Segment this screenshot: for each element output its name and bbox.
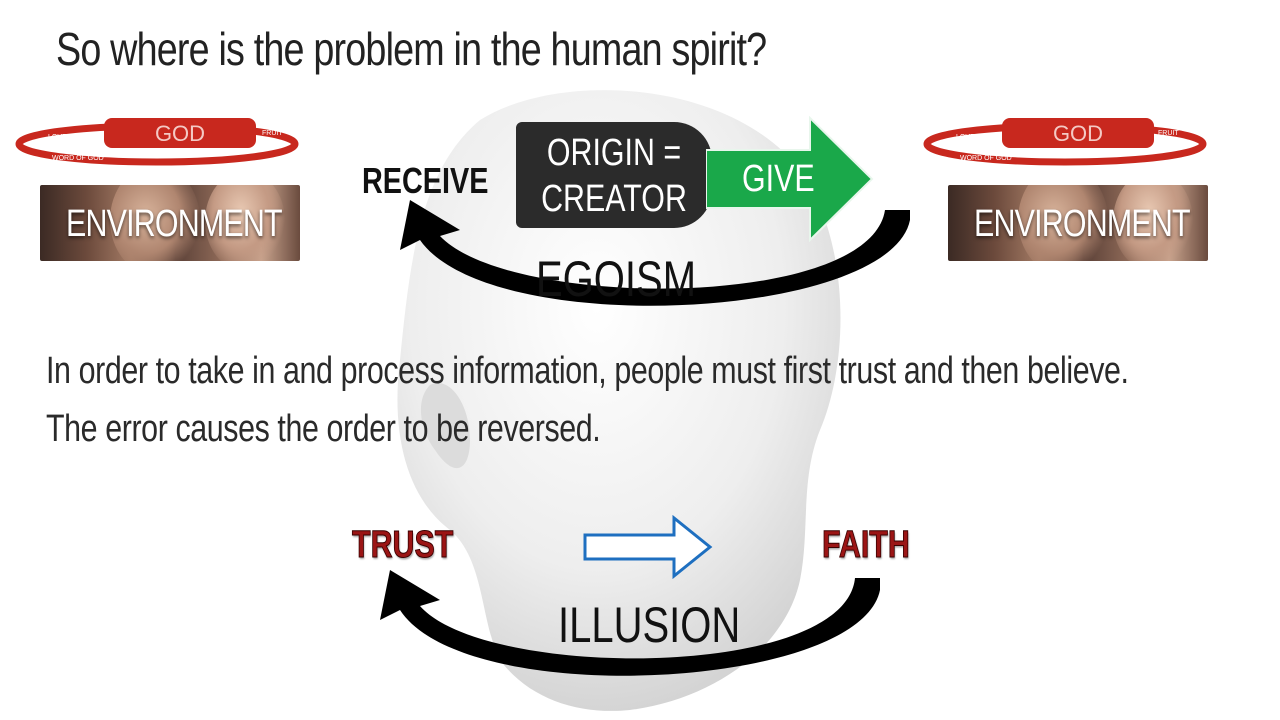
word-of-god-label: WORD OF GOD [960, 155, 1012, 162]
environment-label: ENVIRONMENT [974, 203, 1191, 245]
origin-label: ORIGIN = [546, 132, 682, 174]
love-label: LOVE [48, 134, 67, 141]
illusion-cycle-arrow [380, 570, 880, 676]
head-illustration [397, 90, 841, 711]
love-label: LOVE [956, 134, 975, 141]
give-arrow [706, 116, 874, 242]
fruit-label: FRUIT [1158, 130, 1179, 137]
slide-title: So where is the problem in the human spi… [56, 23, 767, 75]
god-label: GOD [155, 121, 205, 146]
environment-image-left: ENVIRONMENT [40, 185, 300, 261]
god-ring-left: GOD LOVE FRUIT WORD OF GOD [15, 118, 299, 166]
right-arrow-outline-icon [583, 515, 713, 579]
fruit-label: FRUIT [262, 130, 283, 137]
environment-image-right: ENVIRONMENT [948, 185, 1208, 261]
creator-label: CREATOR [541, 178, 687, 220]
faith-label: FAITH [822, 524, 911, 567]
environment-label: ENVIRONMENT [66, 203, 283, 245]
word-of-god-label: WORD OF GOD [52, 155, 104, 162]
god-ring-right: GOD LOVE FRUIT WORD OF GOD [923, 118, 1207, 166]
egoism-cycle-arrow [400, 200, 910, 306]
body-line-1: In order to take in and process informat… [46, 350, 1129, 392]
receive-label: RECEIVE [362, 160, 489, 201]
egoism-label: EGOISM [536, 251, 697, 307]
trust-label: TRUST [352, 524, 454, 567]
illusion-label: ILLUSION [558, 597, 741, 653]
god-label: GOD [1053, 121, 1103, 146]
give-label: GIVE [742, 158, 815, 200]
origin-creator-box: ORIGIN = CREATOR [516, 122, 712, 228]
body-line-2: The error causes the order to be reverse… [46, 408, 601, 450]
